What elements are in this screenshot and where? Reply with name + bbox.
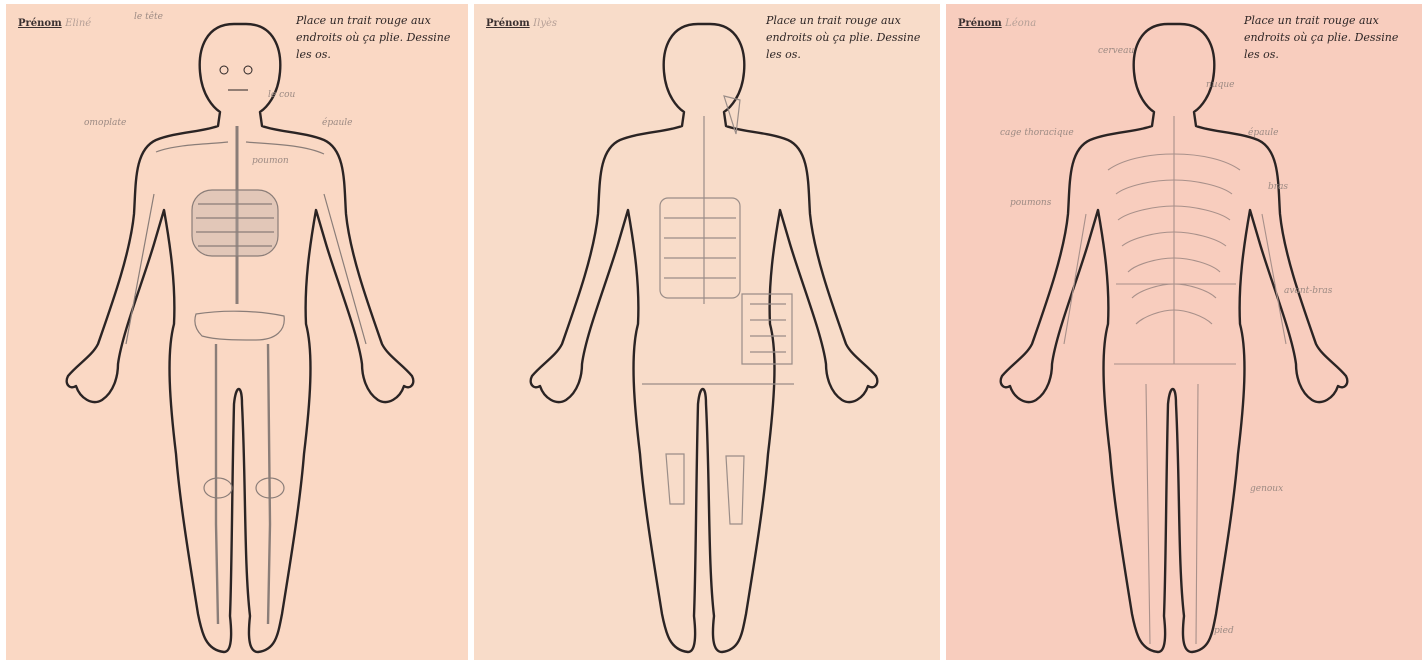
annotation-forearm: avant-bras: [1284, 286, 1332, 298]
instruction-text: Place un trait rouge aux endroits où ça …: [766, 12, 921, 63]
annotation-brain: cerveau: [1098, 46, 1134, 58]
first-name-label: Prénom: [958, 18, 1002, 29]
annotation-lungs: poumons: [1010, 198, 1051, 210]
instruction-text: Place un trait rouge aux endroits où ça …: [1244, 12, 1399, 63]
paper-background: [946, 4, 1422, 660]
first-name-field: Prénom Léona: [958, 16, 1036, 30]
annotation-foot: pied: [1214, 626, 1234, 638]
first-name-value: Léona: [1005, 18, 1036, 29]
paper-background: [474, 4, 940, 660]
first-name-field: Prénom Eliné: [18, 16, 91, 30]
annotation-neck: le cou: [268, 90, 295, 102]
worksheet-back-skeleton: Prénom Léona Place un trait rouge aux en…: [946, 4, 1422, 660]
worksheet-front-organs: Prénom Ilyès Place un trait rouge aux en…: [474, 4, 940, 660]
annotation-shoulder: épaule: [1248, 128, 1278, 140]
body-drawing-front: [6, 4, 468, 660]
first-name-value: Ilyès: [533, 18, 557, 29]
annotation-arm: bras: [1268, 182, 1288, 194]
first-name-label: Prénom: [486, 18, 530, 29]
body-drawing-back: [946, 4, 1422, 660]
annotation-rib-cage: cage thoracique: [1000, 128, 1074, 140]
annotation-head: le tête: [134, 12, 163, 24]
annotation-shoulder-blade: omoplate: [84, 118, 126, 130]
annotation-lung: poumon: [252, 156, 289, 168]
first-name-value: Eliné: [65, 18, 91, 29]
annotation-nape: nuque: [1206, 80, 1234, 92]
annotation-knees: genoux: [1250, 484, 1283, 496]
worksheet-front-bones: Prénom Eliné Place un trait rouge aux en…: [6, 4, 468, 660]
instruction-text: Place un trait rouge aux endroits où ça …: [296, 12, 451, 63]
paper-background: [6, 4, 468, 660]
body-drawing-front: [474, 4, 940, 660]
annotation-shoulder: épaule: [322, 118, 352, 130]
first-name-field: Prénom Ilyès: [486, 16, 557, 30]
first-name-label: Prénom: [18, 18, 62, 29]
